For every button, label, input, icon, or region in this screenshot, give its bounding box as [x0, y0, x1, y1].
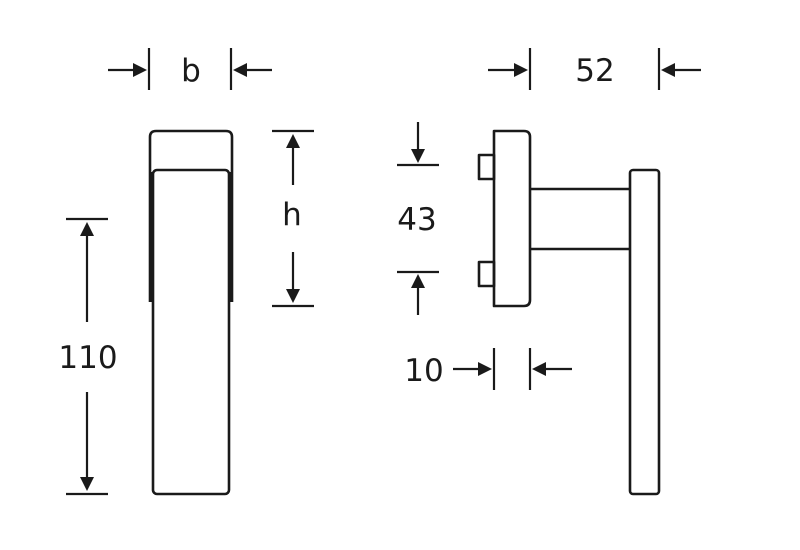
dimension-b: b: [108, 48, 272, 90]
projection-label: 52: [575, 53, 614, 89]
front-cap-outline: [148, 129, 234, 302]
front-grip-outline: [151, 168, 231, 496]
side-pin-top: [477, 153, 496, 181]
b-arrowhead-right: [233, 63, 247, 77]
dimension-110: 110: [58, 217, 118, 496]
dimension-52: 52: [488, 48, 701, 90]
s-arrowhead-top: [411, 149, 425, 163]
p-arrowhead-left: [514, 63, 528, 77]
dimension-43: 43: [397, 122, 439, 315]
side-view: [477, 129, 661, 496]
dimension-h: h: [272, 129, 314, 308]
side-lever-outline: [628, 168, 661, 496]
t-arrowhead-right: [532, 362, 546, 376]
h-arrowhead-top: [286, 134, 300, 148]
b-label: b: [181, 53, 201, 89]
length-label: 110: [58, 340, 117, 376]
len-arrowhead-top: [80, 222, 94, 236]
s-arrowhead-bottom: [411, 274, 425, 288]
h-label: h: [282, 197, 302, 233]
dimension-10: 10: [404, 348, 572, 390]
spacing-label: 43: [397, 202, 436, 238]
front-view: [148, 129, 234, 496]
side-rosette-outline: [492, 129, 532, 308]
t-arrowhead-left: [478, 362, 492, 376]
p-arrowhead-right: [661, 63, 675, 77]
h-arrowhead-bottom: [286, 289, 300, 303]
side-pin-bottom: [477, 260, 496, 288]
thickness-label: 10: [404, 353, 443, 389]
b-arrowhead-left: [133, 63, 147, 77]
len-arrowhead-bottom: [80, 477, 94, 491]
